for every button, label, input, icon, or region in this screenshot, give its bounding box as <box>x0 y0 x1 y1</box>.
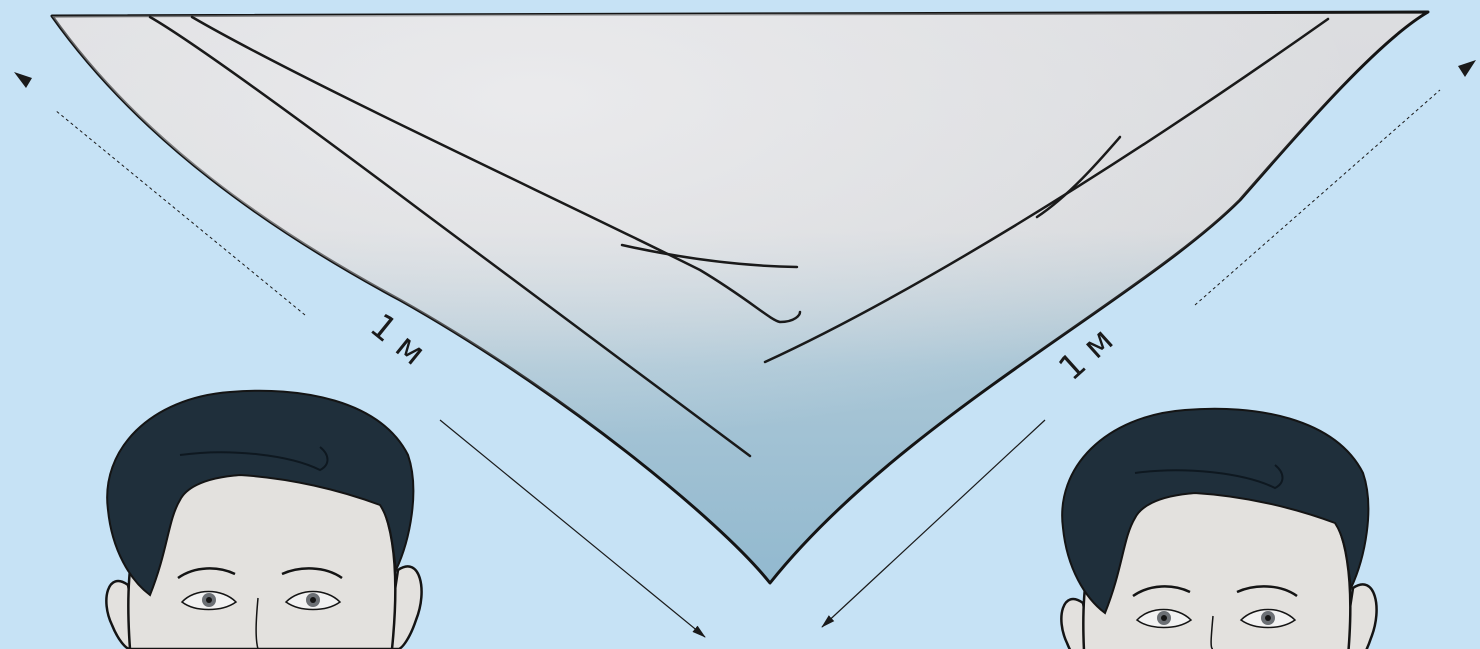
face-right <box>1061 409 1376 649</box>
face-left <box>106 391 421 649</box>
